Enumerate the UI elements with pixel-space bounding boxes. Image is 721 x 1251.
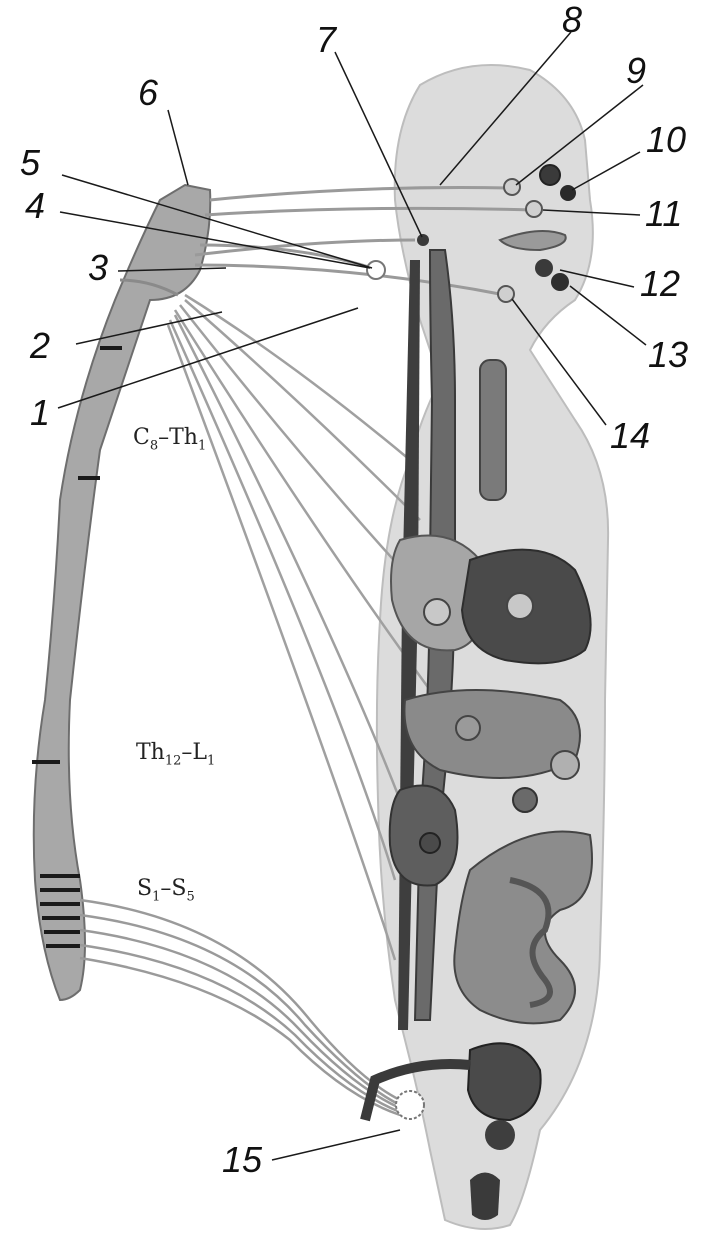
callout-13: 13 — [648, 334, 689, 375]
segment-label-sacral: S1–S5 — [137, 876, 195, 904]
pterygopalatine-ganglion — [525, 200, 543, 218]
callout-8: 8 — [562, 0, 583, 40]
segment-sub: 12 — [164, 753, 182, 769]
segment-sub: 8 — [149, 438, 159, 454]
callout-15: 15 — [222, 1139, 263, 1180]
pancreas-ganglion — [550, 750, 580, 780]
ciliary-ganglion — [503, 178, 521, 196]
eye — [539, 164, 561, 186]
adrenal-ganglion — [512, 787, 538, 813]
callout-6: 6 — [138, 72, 159, 113]
thoracolumbar-nerve-fibres — [166, 293, 432, 961]
callout-9: 9 — [626, 50, 647, 91]
rectal-organ — [485, 1120, 515, 1150]
large-intestine — [453, 830, 593, 1025]
segment-mid: –L — [181, 740, 207, 765]
spinal-cord-midbrain-band — [119, 278, 179, 297]
segment-sub: 1 — [152, 889, 161, 905]
bladder — [466, 1042, 542, 1122]
celiac-ganglion — [455, 715, 481, 741]
segment-sub: 1 — [207, 753, 216, 769]
leader-lines — [57, 31, 647, 1161]
genital-organ — [470, 1172, 500, 1220]
vagal-ganglion — [417, 234, 429, 246]
segment-label-thoracolumbar: Th12–L1 — [136, 740, 215, 768]
nasal-mucosa — [498, 230, 567, 252]
callout-12: 12 — [640, 263, 681, 304]
pulmonary-ganglion — [506, 592, 534, 620]
segment-mid: –S — [160, 876, 187, 901]
callout-10: 10 — [646, 119, 687, 160]
segment-label-cervical-thoracic: C8–Th1 — [133, 425, 206, 453]
callout-4: 4 — [25, 185, 46, 226]
callout-14: 14 — [610, 415, 651, 456]
superior-cervical-ganglion — [366, 260, 386, 280]
renal-ganglion — [419, 832, 441, 854]
segment-main: C — [133, 425, 150, 450]
rectum — [360, 1059, 471, 1122]
callout-1: 1 — [30, 392, 51, 433]
callout-5: 5 — [20, 142, 41, 183]
sacral-nerve-fibres — [79, 898, 401, 1117]
otic-ganglion — [497, 285, 515, 303]
pelvic-ganglion — [395, 1090, 425, 1120]
small-intestine — [509, 877, 553, 1008]
segment-main: S — [137, 876, 153, 901]
callout-7: 7 — [316, 19, 337, 60]
lacrimal-gland — [560, 185, 576, 201]
cardiac-ganglion — [423, 598, 451, 626]
segment-mid: –Th — [158, 425, 198, 450]
trachea — [479, 359, 507, 501]
segment-main: Th — [136, 740, 165, 765]
cord-segment-dividers — [32, 346, 122, 948]
segment-sub: 5 — [186, 889, 195, 905]
parotid-gland — [551, 273, 569, 291]
submandibular-gland — [535, 259, 553, 277]
callout-11: 11 — [645, 193, 683, 234]
callout-3: 3 — [88, 247, 109, 288]
callout-2: 2 — [30, 325, 51, 366]
lung — [390, 534, 486, 652]
segment-sub: 1 — [197, 438, 207, 454]
